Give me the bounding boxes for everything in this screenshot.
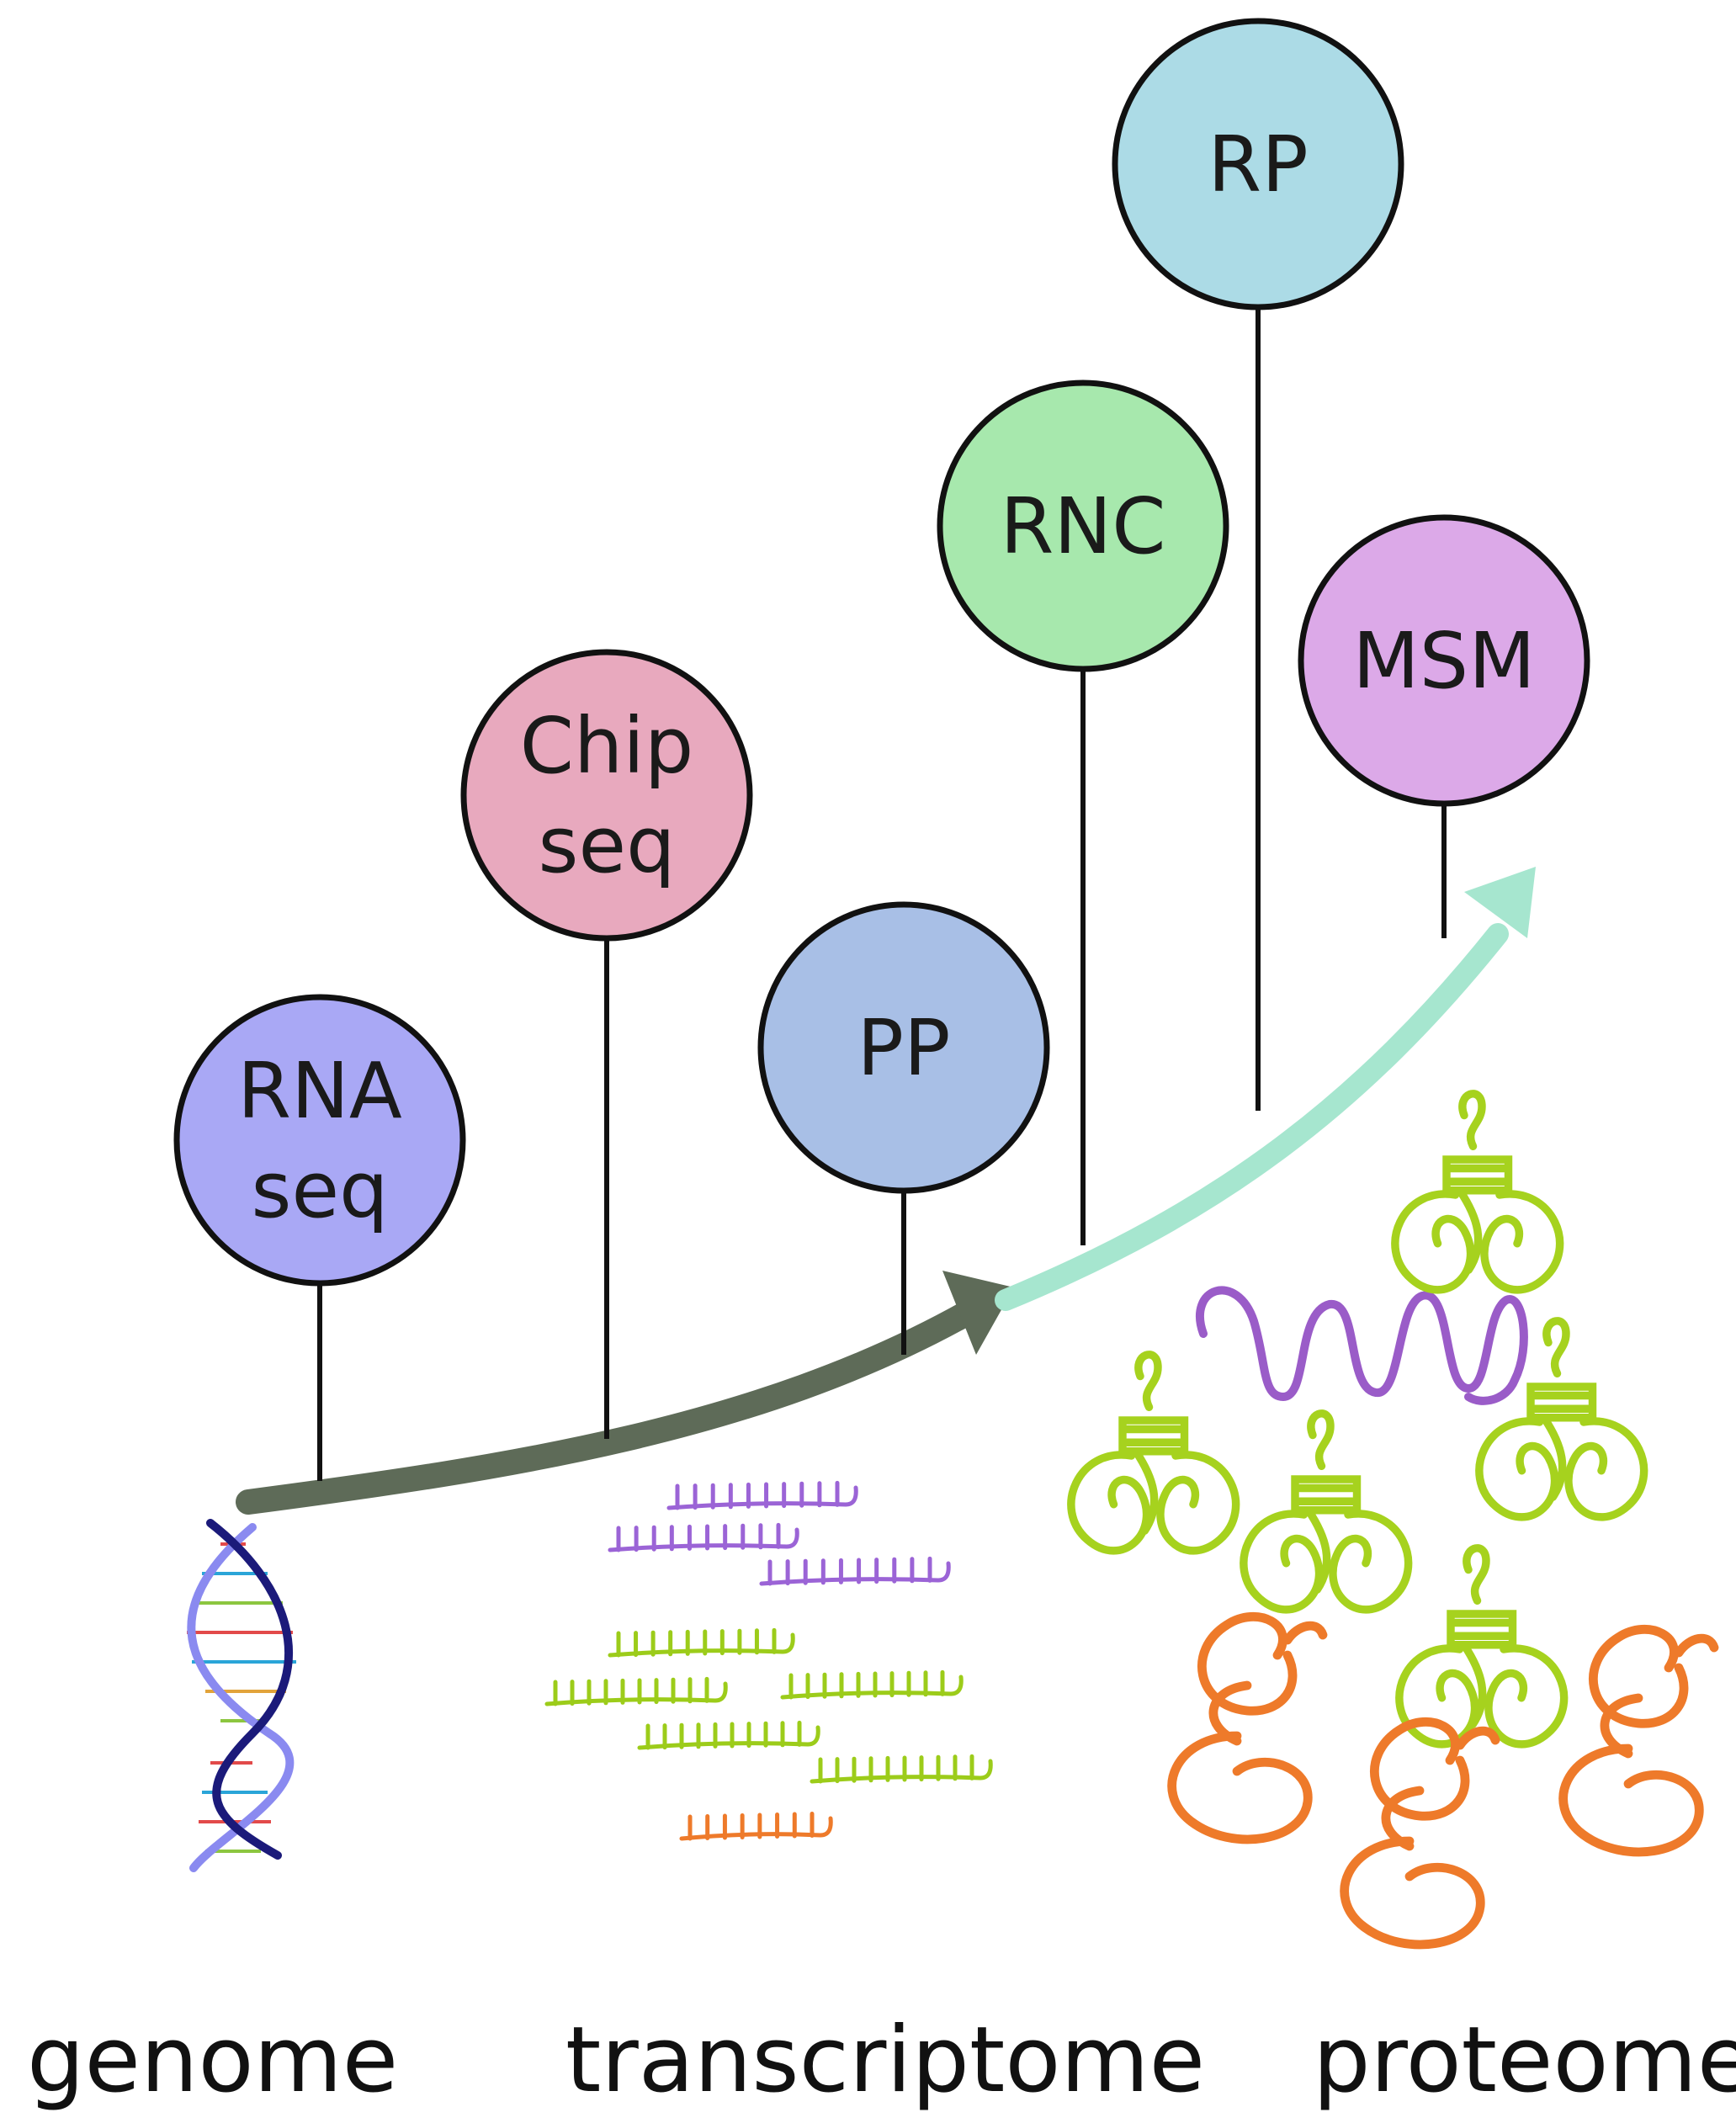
node-label-rna-seq-line-2: seq	[252, 1145, 389, 1235]
node-msm: MSM	[1298, 514, 1590, 807]
node-label-msm-line-1: MSM	[1352, 616, 1535, 706]
progression-arrow	[236, 867, 1536, 1515]
arrow-head-light	[1464, 867, 1536, 938]
mrna-fragment	[637, 1720, 820, 1750]
folded-proteins-orange	[1167, 1612, 1719, 1950]
protein-green	[1475, 1317, 1648, 1521]
protein-orange	[1340, 1717, 1500, 1950]
arrow-shaft-light	[995, 923, 1509, 1311]
mrna-fragment	[810, 1754, 993, 1784]
stage-label-proteome: proteome	[1313, 2008, 1736, 2113]
mrna-fragment	[608, 1627, 795, 1658]
mrna-fragment	[544, 1676, 728, 1706]
protein-green	[1391, 1090, 1564, 1294]
node-circle-rna-seq	[173, 994, 466, 1287]
node-pp: PP	[757, 901, 1050, 1194]
folded-proteins-green	[1067, 1090, 1648, 1749]
node-circle-msm	[1298, 514, 1590, 807]
dna-strand-dark	[206, 1519, 294, 1860]
arrow-shaft-dark	[236, 1300, 980, 1515]
node-rp: RP	[1112, 18, 1404, 310]
node-label-rna-seq-line-1: RNA	[237, 1046, 402, 1136]
node-label-chip-seq-line-2: seq	[539, 800, 676, 890]
stage-label-genome: genome	[27, 2008, 398, 2113]
stage-label-transcriptome: transcriptome	[565, 2008, 1205, 2113]
protein-structures	[1067, 1090, 1719, 1950]
arrow-head-dark	[942, 1271, 1014, 1355]
node-circle-pp	[757, 901, 1050, 1194]
node-circle-rp	[1112, 18, 1404, 310]
mrna-fragment	[679, 1812, 833, 1841]
protein-green	[1067, 1351, 1240, 1555]
node-circle-rnc	[937, 379, 1229, 672]
node-label-pp-line-1: PP	[857, 1003, 951, 1093]
protein-green	[1240, 1409, 1413, 1614]
mrna-fragments	[544, 1480, 993, 1841]
node-stems	[317, 307, 1447, 1481]
dna-helix-icon	[187, 1519, 296, 1872]
node-label-rp-line-1: RP	[1208, 119, 1308, 210]
mrna-fragment	[608, 1522, 799, 1552]
protein-orange	[1167, 1612, 1328, 1844]
mrna-fragment	[759, 1556, 951, 1586]
node-rnc: RNC	[937, 379, 1229, 672]
protein-green	[1395, 1544, 1569, 1749]
unfolded-protein-purple	[1195, 1286, 1528, 1405]
node-label-chip-seq-line-1: Chip	[520, 701, 694, 791]
node-circle-chip-seq	[460, 649, 753, 942]
mrna-fragment	[780, 1669, 964, 1700]
protein-orange	[1558, 1625, 1719, 1857]
node-label-rnc-line-1: RNC	[1001, 481, 1166, 571]
mrna-fragment	[666, 1480, 858, 1510]
